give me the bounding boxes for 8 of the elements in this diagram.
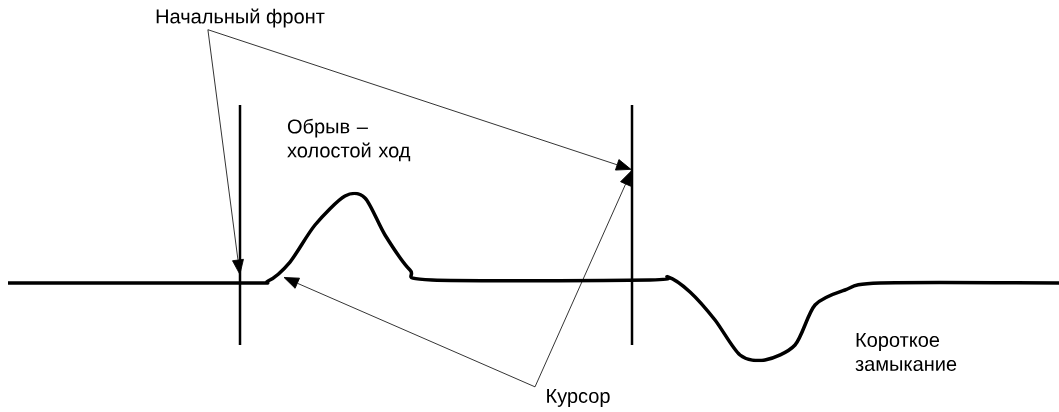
leader-arrow — [534, 170, 632, 388]
leader-arrow — [207, 29, 244, 275]
text-label: Короткое замыкание — [855, 333, 957, 371]
text-label: Начальный фронт — [156, 8, 325, 28]
text-label: Обрыв – холостой ход — [287, 118, 411, 162]
leader-arrow — [207, 29, 632, 171]
text-label: Курсор — [547, 389, 610, 407]
leader-arrow — [283, 277, 536, 388]
